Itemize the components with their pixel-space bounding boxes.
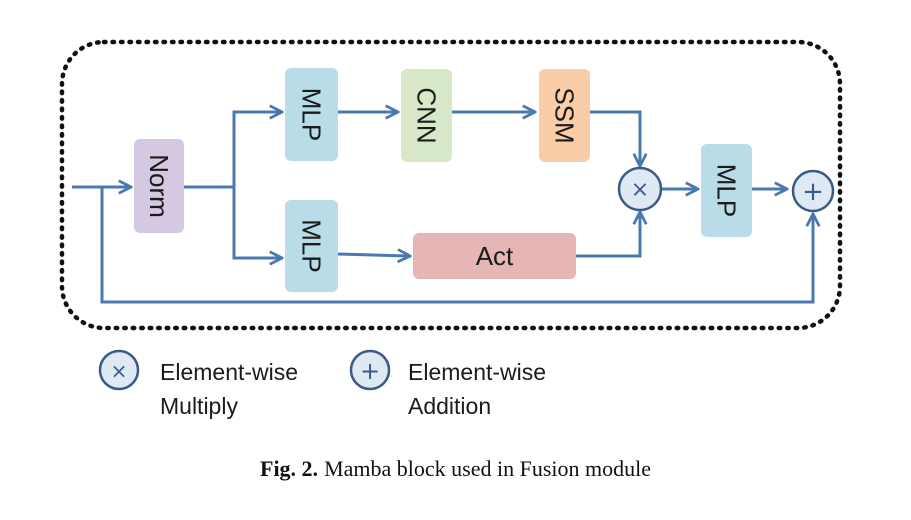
mlp-to-act [337,254,409,256]
split-to-mlp-top [232,112,281,187]
legend: × Element-wise Multiply + Element-wise A… [98,349,546,419]
mlp-out-block: MLP [701,144,752,237]
ssm-to-multiply [590,110,640,165]
multiply-operator-symbol: × [631,178,649,203]
residual-connection [100,187,813,304]
ssm-block: SSM [539,69,590,162]
mlp-bottom-label: MLP [297,219,327,272]
legend-add-icon: + [349,349,391,391]
figure-caption: Fig. 2.Mamba block used in Fusion module [0,456,911,482]
add-operator-symbol: + [802,177,824,207]
act-block: Act [413,233,576,279]
mlp-bottom-block: MLP [285,200,338,292]
split-to-mlp-bottom [232,187,281,258]
act-label: Act [476,241,514,271]
legend-add-line2: Addition [408,393,491,419]
add-operator: + [791,169,835,213]
act-to-multiply [576,213,640,258]
cnn-block: CNN [401,69,452,162]
mlp-top-label: MLP [297,88,327,141]
legend-multiply-symbol: × [111,359,128,383]
figure-caption-label: Fig. 2. [260,456,319,481]
mlp-top-block: MLP [285,68,338,161]
mlp-out-label: MLP [712,164,742,217]
cnn-label: CNN [412,87,442,143]
legend-multiply-icon: × [98,349,140,391]
block-boundary [59,39,843,331]
legend-add-symbol: + [360,357,380,385]
ssm-label: SSM [550,87,580,143]
norm-label: Norm [144,154,174,218]
multiply-operator: × [617,166,663,212]
legend-multiply-line1: Element-wise [160,359,298,385]
legend-add-line1: Element-wise [408,359,546,385]
flow-arrows [72,110,813,304]
legend-multiply-line2: Multiply [160,393,238,419]
figure-caption-text: Mamba block used in Fusion module [324,456,651,481]
norm-block: Norm [134,139,184,233]
